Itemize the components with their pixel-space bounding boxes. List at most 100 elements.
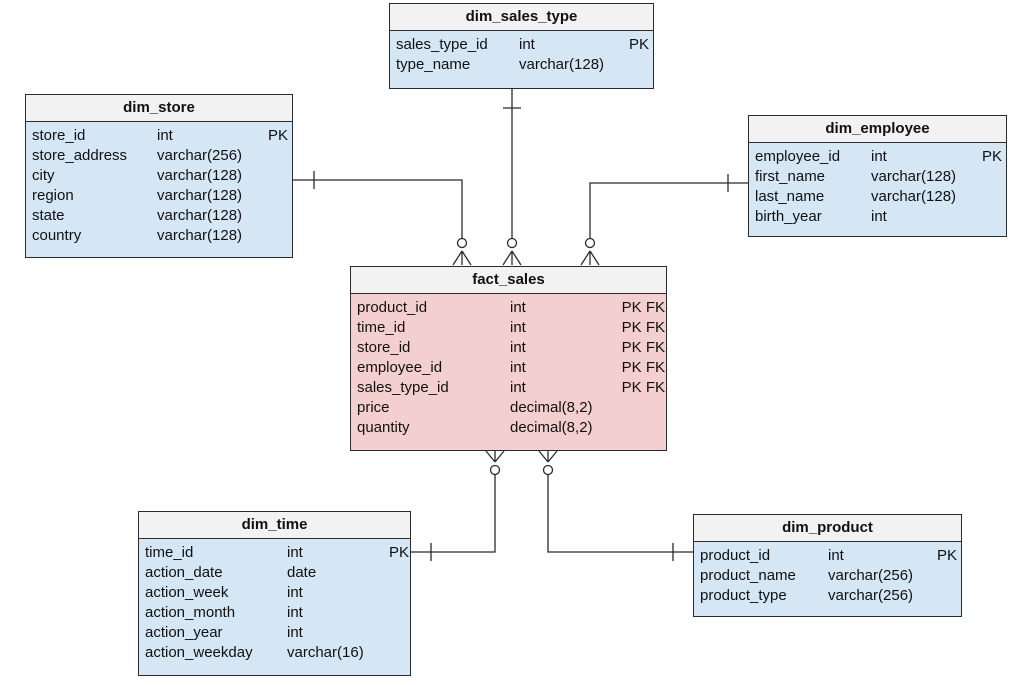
field-name: country <box>32 227 82 244</box>
field-type: int <box>510 359 526 376</box>
field-name: action_weekday <box>145 644 253 661</box>
field-name: store_id <box>32 127 86 144</box>
field-name: price <box>357 399 390 416</box>
field-row: state varchar(128) <box>32 206 288 226</box>
field-name: quantity <box>357 419 410 436</box>
field-name: state <box>32 207 65 224</box>
field-key: PK <box>628 36 649 53</box>
field-name: sales_type_id <box>396 36 488 53</box>
field-name: time_id <box>357 319 406 336</box>
entity-title: dim_sales_type <box>390 4 653 31</box>
field-name: product_id <box>700 547 771 564</box>
field-type: decimal(8,2) <box>510 399 593 416</box>
field-type: int <box>510 339 526 356</box>
field-row: sales_type_id int PK <box>396 35 649 55</box>
field-type: int <box>828 547 844 564</box>
field-key: PK <box>936 547 957 564</box>
field-row: last_name varchar(128) <box>755 187 1002 207</box>
field-type: int <box>510 319 526 336</box>
field-row: type_name varchar(128) <box>396 55 649 75</box>
field-row: product_type varchar(256) <box>700 586 957 606</box>
field-type: varchar(128) <box>157 167 243 184</box>
entity-fields: product_id int PK product_name varchar(2… <box>694 542 961 606</box>
field-key: PK <box>981 148 1002 165</box>
field-type: varchar(16) <box>287 644 364 661</box>
field-type: int <box>510 299 526 316</box>
field-row: product_name varchar(256) <box>700 566 957 586</box>
entity-dim-time[interactable]: dim_time time_id int PK action_date date… <box>138 511 411 676</box>
field-row: store_id int PK <box>32 126 288 146</box>
field-name: store_address <box>32 147 128 164</box>
entity-dim-product[interactable]: dim_product product_id int PK product_na… <box>693 514 962 617</box>
field-name: product_name <box>700 567 796 584</box>
field-type: int <box>287 624 303 641</box>
field-type: varchar(256) <box>828 587 914 604</box>
entity-title: dim_store <box>26 95 292 122</box>
field-type: varchar(128) <box>157 207 243 224</box>
field-name: city <box>32 167 55 184</box>
field-type: int <box>871 208 887 225</box>
field-key: PK FK <box>621 359 665 376</box>
field-type: varchar(128) <box>157 227 243 244</box>
field-name: product_id <box>357 299 428 316</box>
relationship-store-fact <box>292 171 472 266</box>
field-row: employee_id int PK <box>755 147 1002 167</box>
entity-fields: employee_id int PK first_name varchar(12… <box>749 143 1006 227</box>
field-type: int <box>510 379 526 396</box>
entity-dim-sales-type[interactable]: dim_sales_type sales_type_id int PK type… <box>389 3 654 89</box>
field-type: varchar(128) <box>157 187 243 204</box>
field-name: region <box>32 187 74 204</box>
field-type: date <box>287 564 317 581</box>
field-name: time_id <box>145 544 194 561</box>
field-key: PK FK <box>621 339 665 356</box>
field-type: varchar(256) <box>157 147 243 164</box>
field-type: int <box>157 127 173 144</box>
field-name: action_date <box>145 564 223 581</box>
relationship-sales-type-fact <box>502 89 522 266</box>
field-name: last_name <box>755 188 825 205</box>
field-row: action_month int <box>145 603 409 623</box>
field-row: country varchar(128) <box>32 226 288 246</box>
field-type: varchar(256) <box>828 567 914 584</box>
field-type: int <box>287 544 303 561</box>
relationship-employee-fact <box>580 174 748 266</box>
field-row: product_id int PK <box>700 546 957 566</box>
field-row: action_week int <box>145 583 409 603</box>
field-row: product_id int PK FK <box>357 298 665 318</box>
field-type: int <box>287 604 303 621</box>
field-row: action_year int <box>145 623 409 643</box>
entity-dim-employee[interactable]: dim_employee employee_id int PK first_na… <box>748 115 1007 237</box>
entity-title: dim_time <box>139 512 410 539</box>
entity-title: dim_product <box>694 515 961 542</box>
field-name: type_name <box>396 56 471 73</box>
field-row: region varchar(128) <box>32 186 288 206</box>
relationship-time-fact <box>410 450 505 561</box>
field-type: varchar(128) <box>871 168 957 185</box>
field-row: birth_year int <box>755 207 1002 227</box>
field-type: decimal(8,2) <box>510 419 593 436</box>
field-key: PK <box>388 544 409 561</box>
field-name: employee_id <box>357 359 443 376</box>
field-name: birth_year <box>755 208 822 225</box>
field-key: PK FK <box>621 319 665 336</box>
field-type: int <box>519 36 535 53</box>
field-key: PK FK <box>621 299 665 316</box>
entity-fields: product_id int PK FK time_id int PK FK s… <box>351 294 666 438</box>
field-row: time_id int PK <box>145 543 409 563</box>
field-type: int <box>287 584 303 601</box>
field-row: city varchar(128) <box>32 166 288 186</box>
entity-fact-sales[interactable]: fact_sales product_id int PK FK time_id … <box>350 266 667 451</box>
field-type: int <box>871 148 887 165</box>
field-type: varchar(128) <box>871 188 957 205</box>
field-key: PK FK <box>621 379 665 396</box>
field-row: sales_type_id int PK FK <box>357 378 665 398</box>
field-row: time_id int PK FK <box>357 318 665 338</box>
entity-dim-store[interactable]: dim_store store_id int PK store_address … <box>25 94 293 258</box>
relationship-product-fact <box>538 450 693 561</box>
field-row: action_weekday varchar(16) <box>145 643 409 663</box>
field-row: price decimal(8,2) <box>357 398 665 418</box>
field-row: quantity decimal(8,2) <box>357 418 665 438</box>
entity-title: dim_employee <box>749 116 1006 143</box>
field-name: employee_id <box>755 148 841 165</box>
